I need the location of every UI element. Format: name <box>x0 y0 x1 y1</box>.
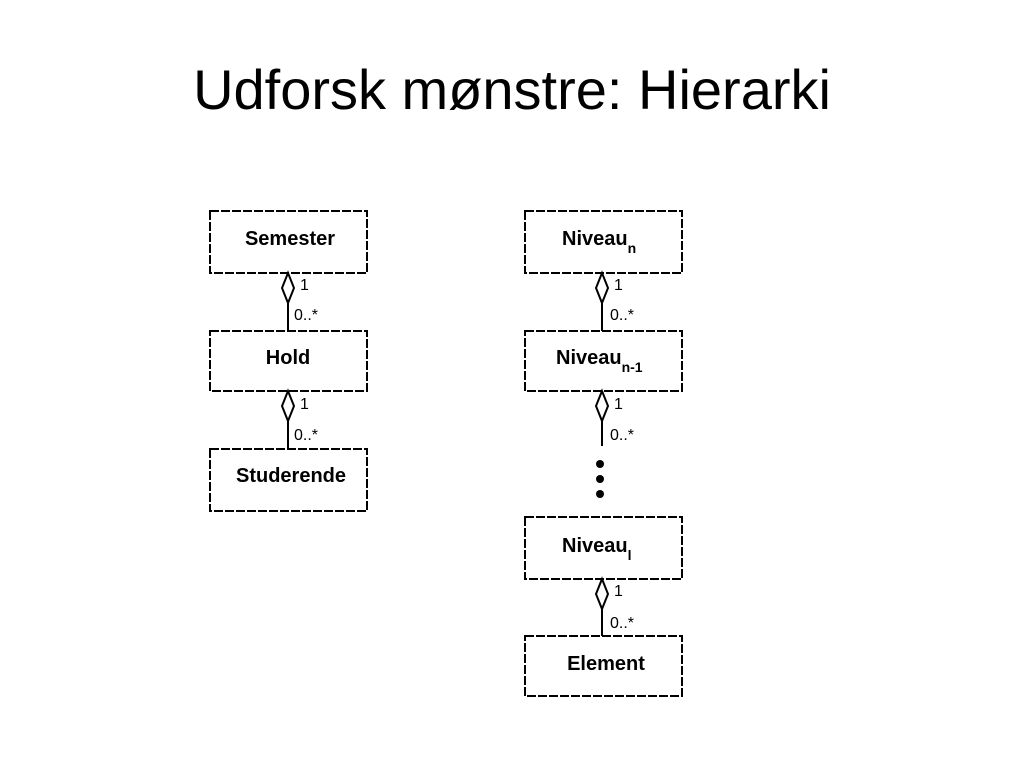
aggregation-niveau-l-element: 1 0..* <box>594 576 634 636</box>
svg-text:Semester: Semester <box>245 228 335 250</box>
aggregation-hold-studerende: 1 0..* <box>280 388 318 449</box>
class-box-niveau-l[interactable]: Niveaul <box>524 516 683 580</box>
multiplicity-whole: 1 <box>614 583 623 600</box>
multiplicity-part: 0..* <box>610 615 634 632</box>
multiplicity-part: 0..* <box>610 307 634 324</box>
class-subscript: n <box>628 240 637 256</box>
svg-text:Niveaun-1: Niveaun-1 <box>556 347 643 375</box>
vertical-ellipsis <box>596 460 604 498</box>
class-box-niveau-n-1[interactable]: Niveaun-1 <box>524 330 683 392</box>
multiplicity-part: 0..* <box>294 427 318 444</box>
aggregation-niveau-n-1-continuation: 1 0..* <box>594 388 634 446</box>
class-box-hold[interactable]: Hold <box>209 330 368 392</box>
class-name: Element <box>567 653 645 675</box>
multiplicity-whole: 1 <box>614 277 623 294</box>
aggregation-niveau-n-niveau-n-1: 1 0..* <box>594 270 634 331</box>
svg-text:Studerende: Studerende <box>236 465 346 487</box>
aggregation-diamond <box>594 270 610 306</box>
class-name: Niveau <box>562 228 628 250</box>
class-subscript: n-1 <box>622 359 643 375</box>
class-name: Niveau <box>556 347 622 369</box>
class-box-element[interactable]: Element <box>524 635 683 697</box>
class-name: Hold <box>266 347 310 369</box>
class-box-studerende[interactable]: Studerende <box>209 448 368 512</box>
multiplicity-whole: 1 <box>300 277 309 294</box>
svg-text:Hold: Hold <box>266 347 310 369</box>
svg-text:Niveaun: Niveaun <box>562 228 636 256</box>
class-box-semester[interactable]: Semester <box>209 210 368 274</box>
multiplicity-whole: 1 <box>300 396 309 413</box>
multiplicity-whole: 1 <box>614 396 623 413</box>
class-name: Niveau <box>562 535 628 557</box>
class-subscript: l <box>628 547 632 563</box>
class-name: Semester <box>245 228 335 250</box>
aggregation-diamond <box>280 388 296 424</box>
class-box-niveau-n[interactable]: Niveaun <box>524 210 683 274</box>
svg-text:Element: Element <box>567 653 645 675</box>
multiplicity-part: 0..* <box>610 427 634 444</box>
class-name: Studerende <box>236 465 346 487</box>
aggregation-semester-hold: 1 0..* <box>280 270 318 331</box>
svg-text:Niveaul: Niveaul <box>562 535 631 563</box>
aggregation-diamond <box>594 388 610 424</box>
aggregation-diamond <box>280 270 296 306</box>
left-hierarchy: Semester 1 0..* Hold 1 0..* St <box>209 210 368 512</box>
right-hierarchy: Niveaun 1 0..* Niveaun-1 1 0..* <box>524 210 683 697</box>
multiplicity-part: 0..* <box>294 307 318 324</box>
aggregation-diamond <box>594 576 610 612</box>
slide-title: Udforsk mønstre: Hierarki <box>193 58 831 121</box>
